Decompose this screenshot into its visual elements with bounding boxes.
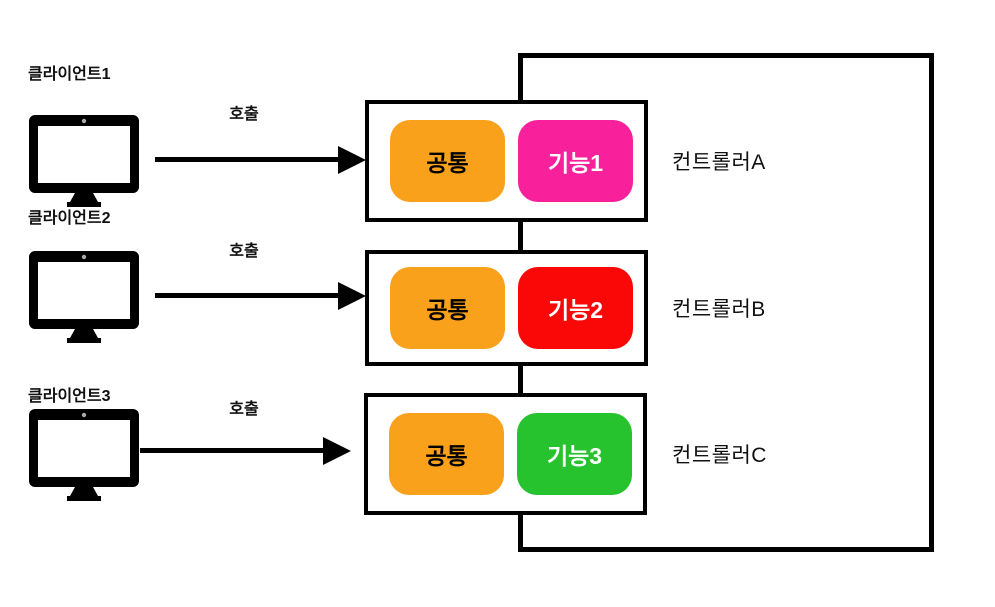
controller-c-common-block: 공통 bbox=[389, 413, 504, 495]
controller-a-box: 공통 기능1 bbox=[365, 100, 648, 222]
call-label-2: 호출 bbox=[229, 243, 259, 260]
controller-b-common-block: 공통 bbox=[390, 267, 505, 349]
controller-b-label: 컨트롤러B bbox=[672, 298, 766, 321]
arrow-head-icon-1 bbox=[338, 146, 366, 174]
client1-monitor-icon bbox=[29, 115, 139, 207]
arrow-head-icon-2 bbox=[338, 282, 366, 310]
arrow-line-1 bbox=[155, 157, 340, 162]
client1-label: 클라이언트1 bbox=[28, 66, 111, 83]
controller-b-function-block: 기능2 bbox=[518, 267, 633, 349]
client2-monitor-icon bbox=[29, 251, 139, 343]
call-label-1: 호출 bbox=[229, 106, 259, 123]
client3-monitor-icon bbox=[29, 409, 139, 501]
arrow-line-2 bbox=[155, 293, 340, 298]
controller-c-label: 컨트롤러C bbox=[672, 444, 767, 467]
controller-c-function-block: 기능3 bbox=[517, 413, 632, 495]
client3-label: 클라이언트3 bbox=[28, 388, 111, 405]
controller-a-function-block: 기능1 bbox=[518, 120, 633, 202]
controller-b-box: 공통 기능2 bbox=[365, 250, 648, 366]
arrow-head-icon-3 bbox=[323, 437, 351, 465]
client2-label: 클라이언트2 bbox=[28, 210, 111, 227]
arrow-line-3 bbox=[140, 448, 325, 453]
controller-a-common-block: 공통 bbox=[390, 120, 505, 202]
controller-c-box: 공통 기능3 bbox=[364, 393, 647, 515]
call-label-3: 호출 bbox=[229, 401, 259, 418]
controller-a-label: 컨트롤러A bbox=[672, 151, 766, 174]
